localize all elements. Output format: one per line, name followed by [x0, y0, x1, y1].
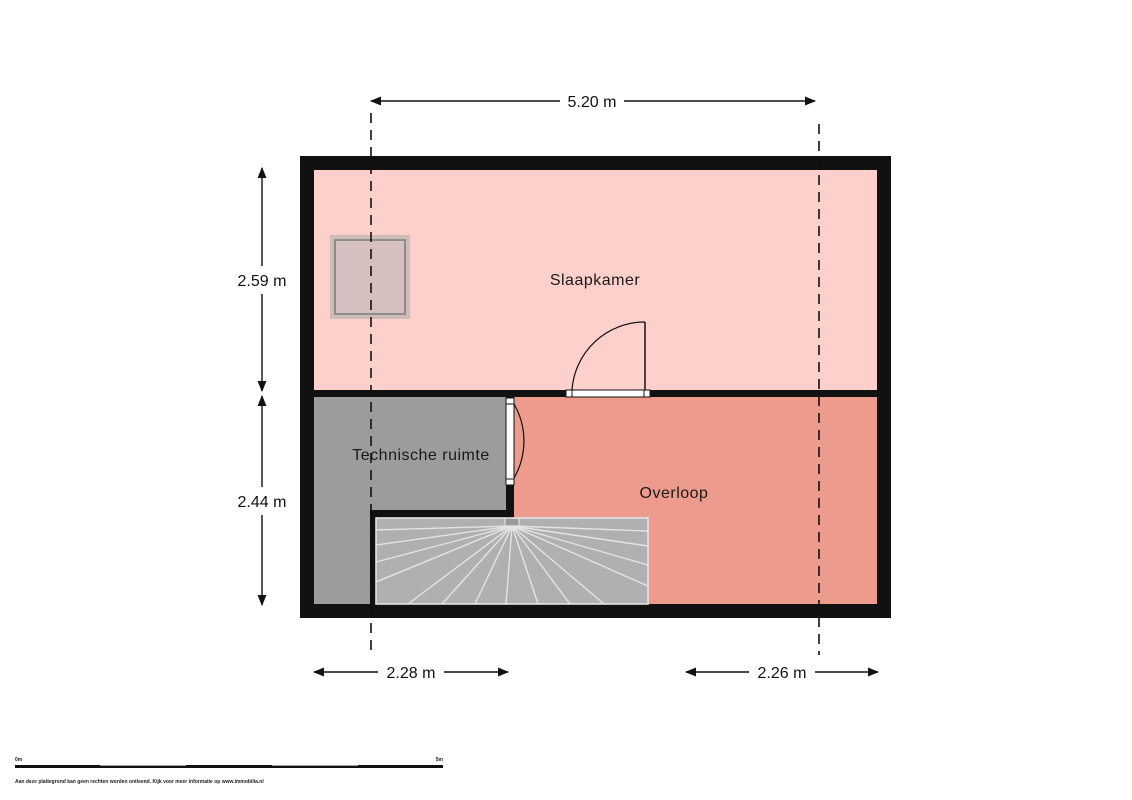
dim-left-upper: 2.59 m [238, 273, 287, 290]
skylight-window [330, 235, 410, 319]
door-technische-ruimte [505, 397, 525, 486]
label-technische-ruimte: Technische ruimte [352, 447, 489, 464]
dim-bottom-left: 2.28 m [387, 665, 436, 682]
dim-bottom-right: 2.26 m [758, 665, 807, 682]
scale-start-label: 0m [15, 757, 23, 763]
label-overloop: Overloop [640, 485, 709, 502]
dim-top-width: 5.20 m [568, 94, 617, 111]
room-technische-ruimte [314, 397, 506, 604]
scale-bar: 0m 5m [15, 757, 444, 768]
staircase [375, 517, 649, 605]
door-slaapkamer [565, 321, 651, 398]
scale-end-label: 5m [436, 757, 444, 763]
dim-left-lower: 2.44 m [238, 494, 287, 511]
disclaimer-text: Aan deze plattegrond kan geen rechten wo… [15, 779, 264, 785]
label-slaapkamer: Slaapkamer [550, 272, 641, 289]
